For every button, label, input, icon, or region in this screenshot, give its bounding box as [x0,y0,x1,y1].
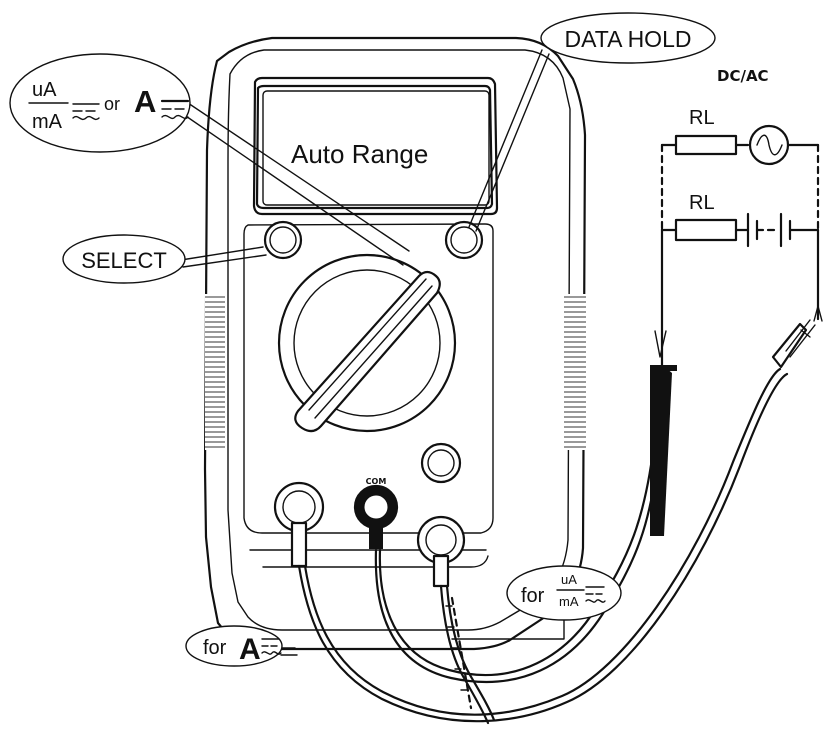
display-window: Auto Range [262,90,490,206]
black-probe[interactable] [650,367,672,536]
for-a-callout [185,625,283,667]
dc-ac-label: DC/AC [717,67,769,85]
dc-rl-label: RL [689,192,715,214]
right-grip-texture [564,294,586,450]
rotary-switch [277,253,457,433]
external-circuit: RL RL DC/AC [660,67,820,248]
data-hold-button-inner[interactable] [450,226,478,254]
for-ua-ma-callout [506,565,622,621]
ac-dc-current-icon [72,103,100,121]
current-range-or-label: or [104,94,120,114]
for-a-prefix: for [203,637,227,659]
jacks: COM [273,442,466,588]
test-leads [297,227,823,725]
ac-rl-label: RL [689,107,715,129]
for-ua-ma-prefix: for [521,585,545,607]
for-ma-label: mA [559,594,579,609]
select-label: SELECT [81,248,167,273]
large-ac-dc-current-icon [160,99,190,120]
current-range-callout [9,53,191,153]
for-a-current-icon [261,638,282,655]
auto-range-text: Auto Range [291,139,428,169]
current-range-ua-label: uA [32,79,57,101]
data-hold-callout [540,12,716,64]
current-range-ma-label: mA [32,111,63,133]
left-grip-texture [205,294,225,450]
for-a-symbol: A [239,633,261,666]
for-ua-ma-current-icon [585,586,606,603]
ac-load-resistor [674,134,738,156]
com-jack-label: COM [366,477,387,486]
current-range-a-label: A [134,84,156,119]
dc-load-resistor [674,218,738,242]
select-callout [62,234,186,284]
multimeter-body [203,36,587,651]
battery-icon [746,212,792,248]
select-button-inner[interactable] [269,226,297,254]
rotary-switch-knob[interactable] [294,270,441,433]
callouts: uA mA or A SELECT DATA HOLD for A [9,12,716,667]
for-ua-label: uA [561,572,577,587]
control-buttons [263,220,484,260]
lcd-display [262,90,490,206]
data-hold-label: DATA HOLD [565,26,692,52]
rotary-switch-inner[interactable] [293,269,441,417]
